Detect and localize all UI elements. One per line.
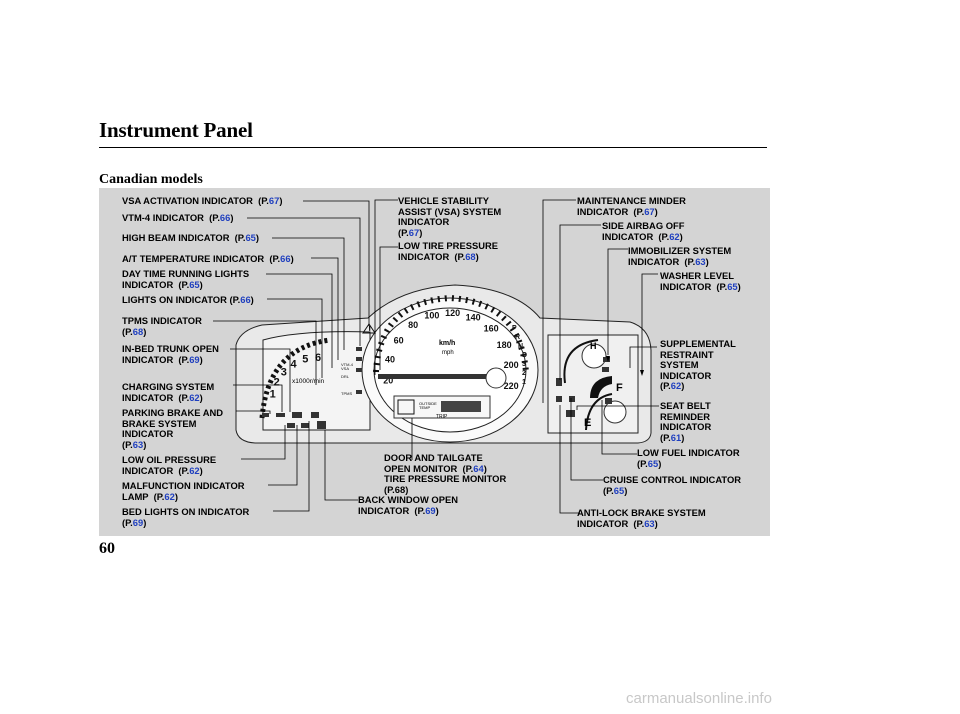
needle-hub bbox=[485, 367, 507, 389]
tacho-tick-label-2: 3 bbox=[281, 367, 287, 379]
label-immobilizer: IMMOBILIZER SYSTEM INDICATOR (P.63) bbox=[628, 245, 732, 267]
label-srs: SUPPLEMENTAL RESTRAINT SYSTEM INDICATOR … bbox=[660, 338, 736, 392]
tag-tpms: TPMS bbox=[341, 391, 352, 396]
door-icon bbox=[397, 399, 415, 415]
label-low-tire: LOW TIRE PRESSURE INDICATOR (P.68) bbox=[398, 240, 499, 262]
tachometer-arc bbox=[259, 337, 331, 419]
label-charging: CHARGING SYSTEM INDICATOR (P.62) bbox=[122, 381, 215, 403]
lcd-trip-tag: TRIP bbox=[436, 414, 448, 420]
warning-lamps bbox=[262, 347, 612, 429]
label-side-airbag: SIDE AIRBAG OFF INDICATOR (P.62) bbox=[602, 220, 685, 242]
temp-high-mark: H bbox=[590, 341, 597, 351]
speed-tick-label-0: 20 bbox=[383, 375, 393, 385]
section-subtitle: Canadian models bbox=[99, 172, 203, 187]
gear-position-6: 1 bbox=[522, 379, 526, 386]
leader-arrows bbox=[606, 356, 644, 376]
page-number: 60 bbox=[99, 540, 115, 557]
tacho-tick-label-1: 2 bbox=[274, 377, 280, 389]
label-door-tailgate: DOOR AND TAILGATE OPEN MONITOR (P.64) TI… bbox=[384, 452, 507, 495]
gear-position-3: D bbox=[522, 352, 527, 359]
svg-text:!: ! bbox=[368, 325, 371, 336]
label-drl: DAY TIME RUNNING LIGHTS INDICATOR (P.65) bbox=[122, 268, 250, 290]
tacho-tick-label-5: 6 bbox=[315, 352, 321, 364]
odometer-digits bbox=[441, 401, 481, 412]
gear-position-1: R bbox=[515, 334, 520, 341]
speed-tick-label-1: 40 bbox=[385, 355, 395, 365]
gear-position-2: N bbox=[518, 343, 523, 350]
speed-tick-label-2: 60 bbox=[394, 335, 404, 345]
lcd-outside-tag: OUTSIDE bbox=[419, 401, 437, 406]
label-vtm4: VTM-4 INDICATOR (P.66) bbox=[122, 212, 234, 223]
label-tpms: TPMS INDICATOR (P.68) bbox=[122, 315, 202, 337]
label-trunk-open: IN-BED TRUNK OPEN INDICATOR (P.69) bbox=[122, 343, 219, 365]
tag-vtm4: VTM-4 bbox=[341, 362, 354, 367]
label-high-beam: HIGH BEAM INDICATOR (P.65) bbox=[122, 232, 260, 243]
speed-tick-label-8: 180 bbox=[497, 340, 512, 350]
speed-unit-alt: mph bbox=[442, 350, 454, 356]
tag-vsa: VSA bbox=[341, 366, 349, 371]
speedometer-needle bbox=[378, 374, 490, 379]
gear-position-4: 3 bbox=[522, 361, 526, 368]
lcd-temp-tag: TEMP bbox=[419, 405, 430, 410]
label-maintenance: MAINTENANCE MINDER INDICATOR (P.67) bbox=[577, 195, 686, 217]
page-title: Instrument Panel bbox=[99, 118, 253, 142]
label-vsa-system: VEHICLE STABILITY ASSIST (VSA) SYSTEM IN… bbox=[398, 195, 502, 238]
label-seat-belt: SEAT BELT REMINDER INDICATOR (P.61) bbox=[660, 400, 712, 443]
speed-unit: km/h bbox=[439, 340, 455, 347]
tacho-tick-label-4: 5 bbox=[302, 354, 308, 366]
label-abs: ANTI-LOCK BRAKE SYSTEM INDICATOR (P.63) bbox=[577, 507, 706, 529]
label-low-oil: LOW OIL PRESSURE INDICATOR (P.62) bbox=[122, 454, 217, 476]
label-back-window: BACK WINDOW OPEN INDICATOR (P.69) bbox=[358, 494, 458, 516]
speed-tick-label-7: 160 bbox=[484, 324, 499, 334]
speed-tick-label-4: 100 bbox=[424, 311, 439, 321]
tacho-unit: x1000r/min bbox=[292, 378, 325, 385]
speedometer-scale bbox=[373, 294, 529, 373]
label-vsa-activation: VSA ACTIVATION INDICATOR (P.67) bbox=[122, 195, 283, 206]
label-low-fuel: LOW FUEL INDICATOR (P.65) bbox=[637, 447, 740, 469]
label-at-temp: A/T TEMPERATURE INDICATOR (P.66) bbox=[122, 253, 294, 264]
speed-tick-label-3: 80 bbox=[408, 320, 418, 330]
label-parking-brake: PARKING BRAKE AND BRAKE SYSTEM INDICATOR… bbox=[122, 407, 224, 450]
site-watermark: carmanualsonline.info bbox=[626, 690, 772, 707]
label-bed-lights: BED LIGHTS ON INDICATOR (P.69) bbox=[122, 506, 250, 528]
fuel-empty-mark: E bbox=[584, 417, 591, 429]
label-lights-on: LIGHTS ON INDICATOR (P.66) bbox=[122, 294, 254, 305]
gear-position-5: 2 bbox=[522, 370, 526, 377]
tacho-tick-label-3: 4 bbox=[291, 359, 298, 371]
tacho-tick-label-0: 1 bbox=[270, 388, 276, 400]
speed-tick-label-6: 140 bbox=[466, 313, 481, 323]
tag-drl: DRL bbox=[341, 374, 350, 379]
speed-tick-label-5: 120 bbox=[445, 308, 460, 318]
title-rule bbox=[99, 147, 767, 148]
speed-tick-label-10: 220 bbox=[504, 381, 519, 391]
label-washer: WASHER LEVEL INDICATOR (P.65) bbox=[660, 270, 741, 292]
speed-tick-label-9: 200 bbox=[504, 360, 519, 370]
leader-lines bbox=[213, 199, 659, 514]
gear-position-0: P bbox=[512, 325, 517, 332]
fuel-full-mark: F bbox=[616, 382, 623, 394]
label-cruise: CRUISE CONTROL INDICATOR (P.65) bbox=[603, 474, 742, 496]
label-malfunction: MALFUNCTION INDICATOR LAMP (P.62) bbox=[122, 480, 245, 502]
